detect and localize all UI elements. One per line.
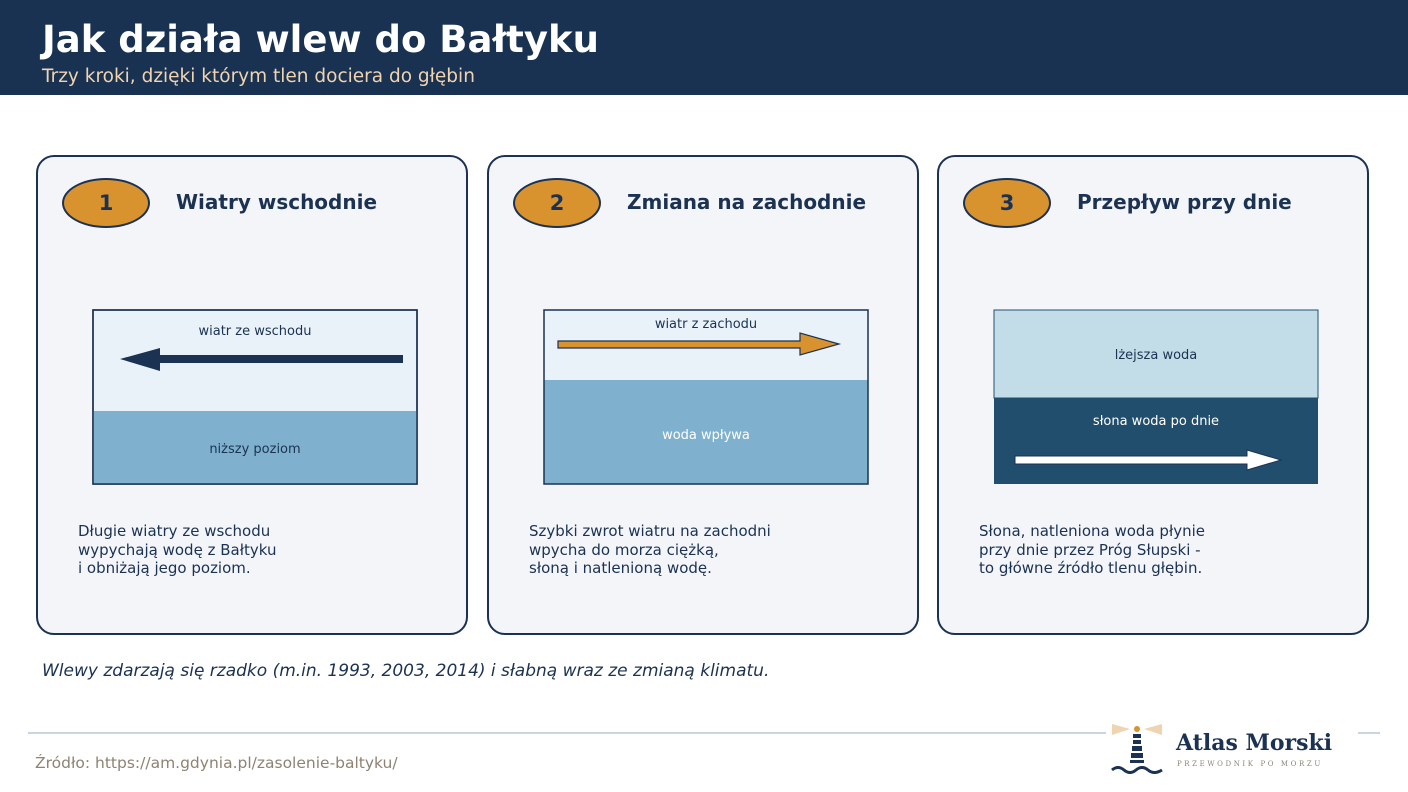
description-line: Długie wiatry ze wschodu xyxy=(78,522,271,540)
description-line: Słona, natleniona woda płynie xyxy=(979,522,1205,540)
description-line: to główne źródło tlenu głębin. xyxy=(979,559,1203,577)
description-line: i obniżają jego poziom. xyxy=(78,559,251,577)
description-line: przy dnie przez Próg Słupski - xyxy=(979,540,1201,559)
source-citation: Źródło: https://am.gdynia.pl/zasolenie-b… xyxy=(35,754,398,772)
deep-water-label: słona woda po dnie xyxy=(1093,414,1219,429)
description-line: wpycha do morza ciężką, xyxy=(529,540,719,559)
step-number-badge: 2 xyxy=(513,178,601,228)
step-title: Wiatry wschodnie xyxy=(176,190,378,214)
bottom-flow-illustration: lżejsza woda słona woda po dnie xyxy=(993,309,1319,484)
step-card-3: 3 Przepływ przy dnie lżejsza woda słona … xyxy=(937,155,1369,635)
footnote: Wlewy zdarzają się rzadko (m.in. 1993, 2… xyxy=(42,661,770,681)
step-number-badge: 3 xyxy=(963,178,1051,228)
wind-label: wiatr z zachodu xyxy=(655,317,757,332)
light-water-label: lżejsza woda xyxy=(1115,348,1198,363)
step-number-badge: 1 xyxy=(62,178,150,228)
description-line: wypychają wodę z Bałtyku xyxy=(78,540,277,559)
water-area xyxy=(544,380,868,484)
step-title: Zmiana na zachodnie xyxy=(627,190,867,214)
east-arrow-icon xyxy=(557,332,842,356)
step-card-2: 2 Zmiana na zachodnie wiatr z zachodu wo… xyxy=(487,155,919,635)
page-subtitle: Trzy kroki, dzięki którym tlen dociera d… xyxy=(42,66,475,87)
water-label: niższy poziom xyxy=(209,442,300,457)
logo-name: Atlas Morski xyxy=(1176,730,1333,756)
footer-divider xyxy=(28,732,1106,734)
lighthouse-icon xyxy=(1111,724,1163,774)
east-wind-illustration: wiatr ze wschodu niższy poziom xyxy=(92,309,418,485)
footer-divider xyxy=(1358,732,1380,734)
step-description: Szybki zwrot wiatru na zachodni wpycha d… xyxy=(529,522,889,578)
description-line: słoną i natlenioną wodę. xyxy=(529,559,712,577)
deep-water-layer xyxy=(994,398,1318,484)
step-card-1: 1 Wiatry wschodnie wiatr ze wschodu niżs… xyxy=(36,155,468,635)
west-wind-illustration: wiatr z zachodu woda wpływa xyxy=(543,309,869,485)
step-description: Słona, natleniona woda płynie przy dnie … xyxy=(979,522,1339,578)
flow-arrow-icon xyxy=(1014,449,1283,471)
logo-tagline: PRZEWODNIK PO MORZU xyxy=(1177,760,1323,768)
logo: Atlas Morski PRZEWODNIK PO MORZU xyxy=(1108,718,1358,780)
water-label: woda wpływa xyxy=(662,428,750,443)
header-banner: Jak działa wlew do Bałtyku Trzy kroki, d… xyxy=(0,0,1408,95)
west-arrow-icon xyxy=(120,348,403,371)
step-description: Długie wiatry ze wschodu wypychają wodę … xyxy=(78,522,438,578)
wind-label: wiatr ze wschodu xyxy=(199,324,312,339)
step-title: Przepływ przy dnie xyxy=(1077,190,1292,214)
water-area xyxy=(93,411,417,484)
page-title: Jak działa wlew do Bałtyku xyxy=(42,18,599,61)
description-line: Szybki zwrot wiatru na zachodni xyxy=(529,522,771,540)
